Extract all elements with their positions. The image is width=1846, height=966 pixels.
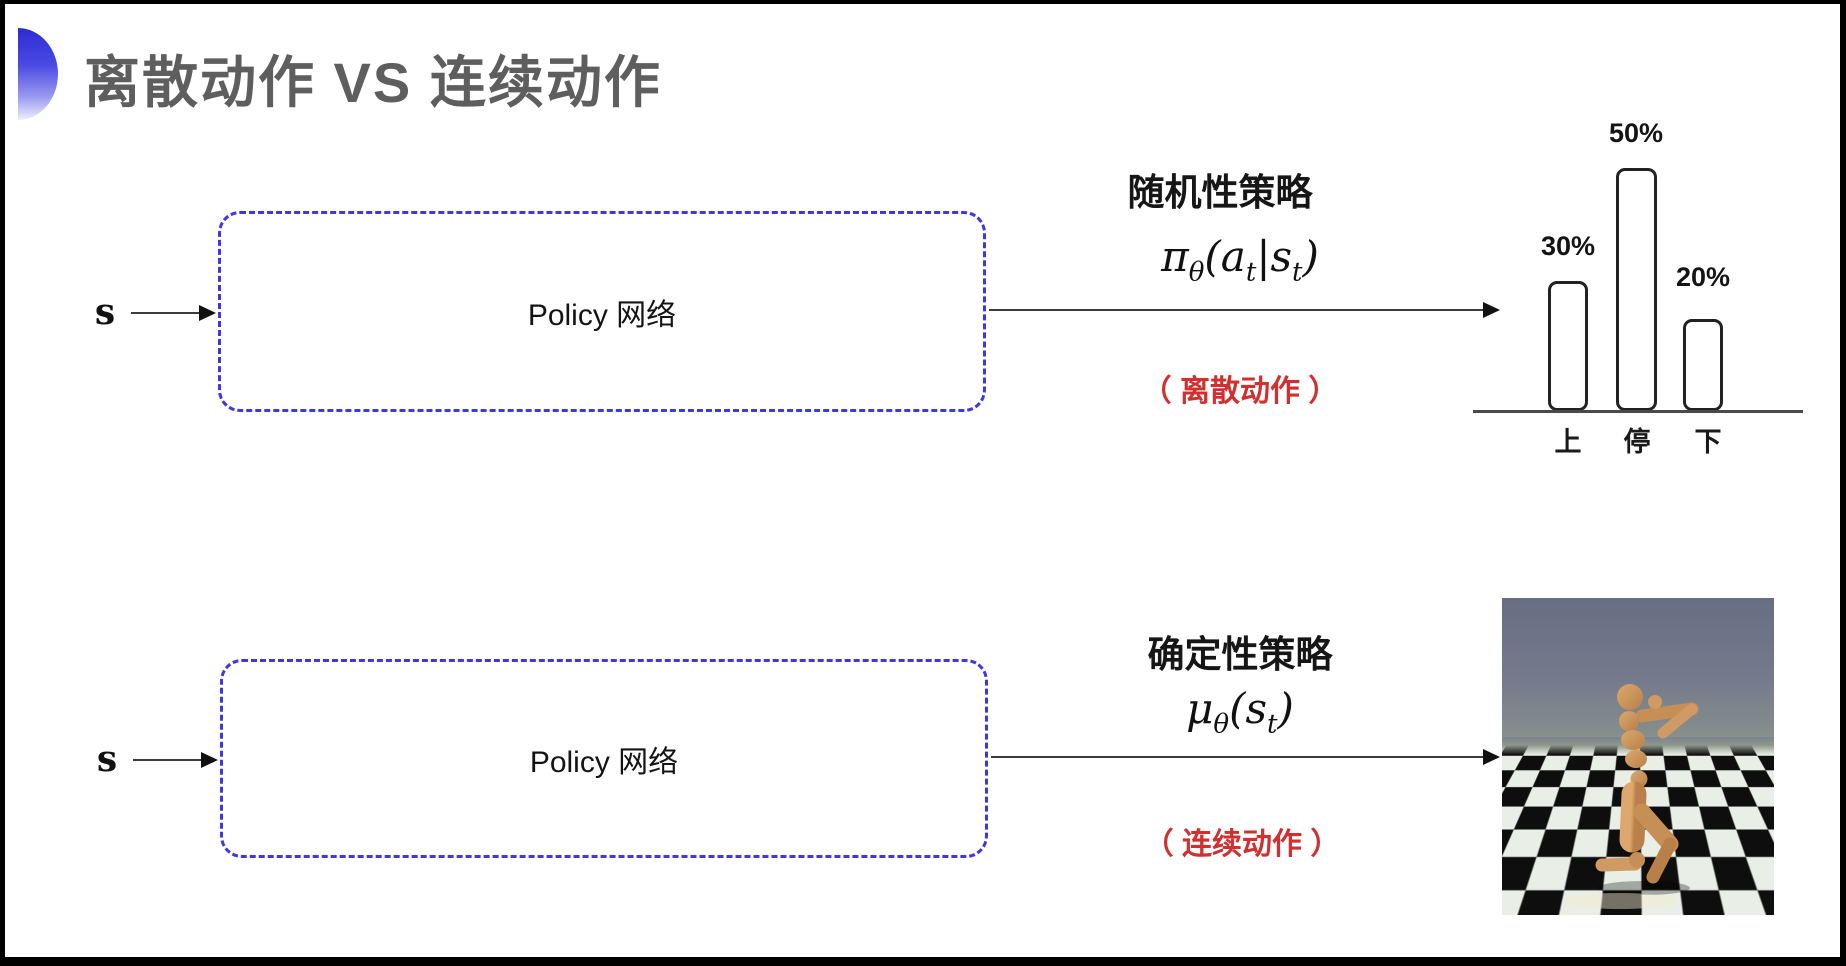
bar-stop: [1616, 168, 1657, 411]
bar-up: [1548, 281, 1588, 411]
bar-value-label-stop: 50%: [1608, 118, 1664, 148]
category-label-up: 上: [1554, 427, 1582, 457]
input-arrow-bottom-icon: [133, 752, 218, 768]
formula-t-sub2: t: [1292, 257, 1303, 288]
action-probability-chart: 30% 50% 20% 上 停 下: [1450, 100, 1840, 460]
deterministic-policy-formula: μθ(st): [1090, 684, 1390, 739]
formula-close2: ): [1277, 684, 1294, 733]
deterministic-policy-title: 确定性策略: [1147, 634, 1333, 675]
formula-bar-s: |s: [1256, 232, 1293, 281]
formula-open-s: (s: [1229, 684, 1268, 733]
policy-network-label-top: Policy 网络: [527, 298, 677, 332]
stochastic-policy-formula: πθ(at|st): [1090, 232, 1390, 287]
formula-open-a: (a: [1204, 232, 1246, 281]
title-bullet-icon: [18, 28, 58, 120]
page-title: 离散动作 VS 连续动作: [84, 51, 662, 114]
formula-pi: π: [1161, 232, 1189, 281]
output-arrow-top-icon: [989, 302, 1500, 318]
bar-value-label-up: 30%: [1540, 231, 1596, 261]
chart-axis-line: [1473, 410, 1803, 413]
policy-network-box-bottom: Policy 网络: [220, 659, 988, 858]
formula-close: ): [1302, 232, 1319, 281]
continuous-action-note: （ 连续动作 ）: [1143, 828, 1341, 861]
discrete-action-note: （ 离散动作 ）: [1141, 375, 1339, 408]
bar-down: [1683, 319, 1723, 411]
category-label-down: 下: [1694, 427, 1722, 457]
formula-t-sub3: t: [1267, 709, 1278, 740]
state-input-label-top: s: [94, 291, 116, 333]
formula-t-sub: t: [1245, 257, 1257, 288]
formula-mu: μ: [1186, 684, 1214, 733]
policy-network-label-bottom: Policy 网络: [529, 745, 679, 779]
state-input-label-bottom: s: [96, 738, 118, 780]
humanoid-figure: [1562, 684, 1699, 909]
humanoid-simulation-image: [1502, 598, 1774, 915]
policy-network-box-top: Policy 网络: [218, 211, 986, 412]
output-arrow-bottom-icon: [991, 749, 1500, 765]
formula-theta-sub: θ: [1188, 257, 1205, 288]
input-arrow-top-icon: [131, 305, 216, 321]
category-label-stop: 停: [1623, 427, 1651, 457]
stochastic-policy-title: 随机性策略: [1127, 172, 1313, 213]
bar-value-label-down: 20%: [1675, 262, 1731, 292]
formula-theta-sub2: θ: [1213, 709, 1230, 740]
